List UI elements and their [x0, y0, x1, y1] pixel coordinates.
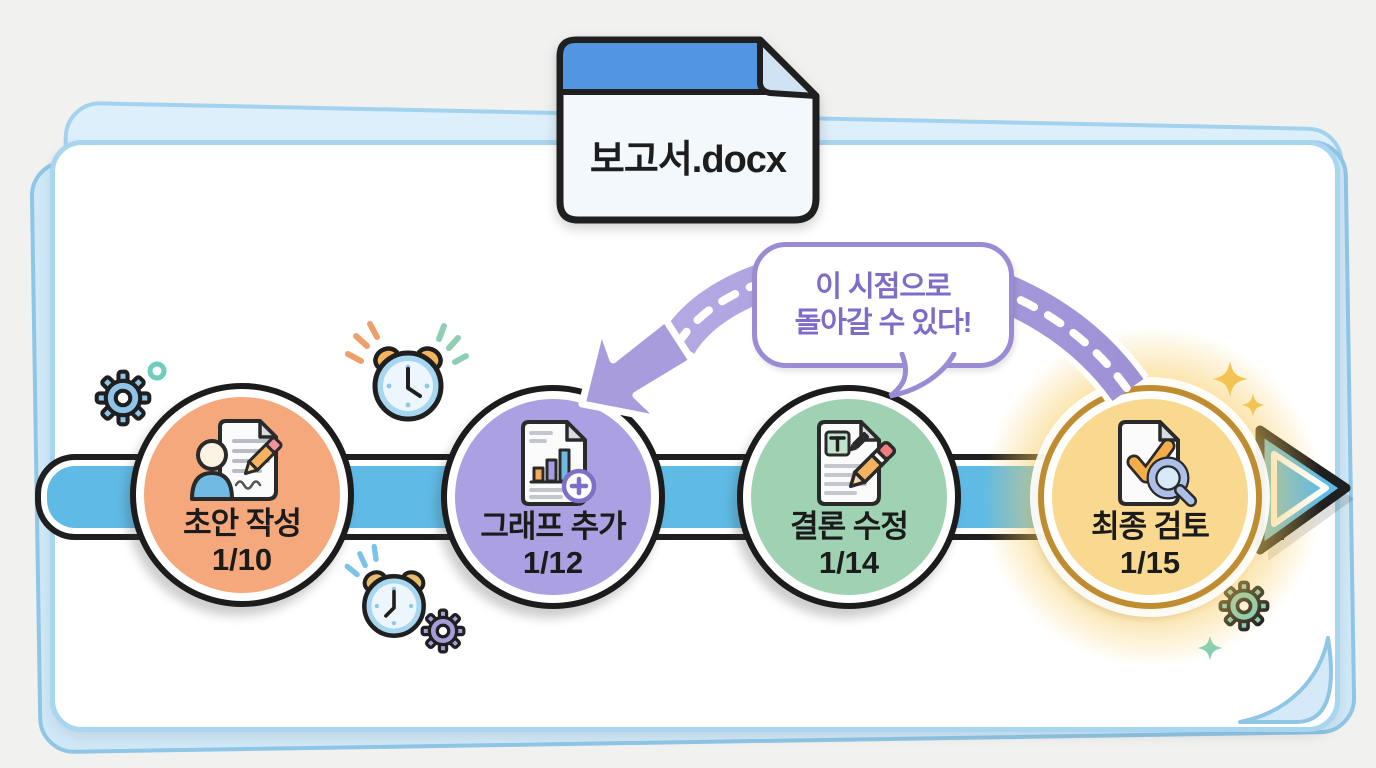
page-curl: [1238, 636, 1334, 724]
check-document-magnifier-icon: [1118, 419, 1197, 507]
chart-document-plus-icon: [521, 419, 597, 506]
step-label: 결론 수정: [790, 508, 909, 544]
step-label: 최종 검토: [1091, 508, 1210, 544]
step-date: 1/10: [211, 541, 273, 577]
file-card: [556, 36, 820, 224]
person-document-pencil-icon: [190, 418, 283, 501]
step-date: 1/14: [818, 544, 880, 580]
timeline-step-final-review: 최종 검토 1/15: [1038, 385, 1262, 609]
folded-corner-icon: [756, 37, 819, 99]
timeline-arrow-icon: [1255, 425, 1354, 561]
file-name: 보고서.docx: [589, 139, 787, 181]
timeline-step-add-graph: 그래프 추가 1/12: [441, 385, 665, 609]
speech-bubble-tail: [888, 352, 957, 399]
timeline-step-edit-conclusion: 결론 수정 1/14: [737, 385, 961, 609]
speech-bubble-line2: 돌아갈 수 있다!: [794, 307, 973, 339]
speech-bubble: 이 시점으로 돌아갈 수 있다!: [752, 242, 1014, 368]
step-date: 1/15: [1119, 544, 1181, 580]
step-date: 1/12: [522, 544, 584, 580]
speech-bubble-line1: 이 시점으로: [815, 270, 951, 303]
step-label: 초안 작성: [183, 505, 302, 541]
step-label: 그래프 추가: [480, 508, 626, 544]
text-document-pencil-icon: [817, 419, 897, 506]
timeline-step-draft: 초안 작성 1/10: [130, 383, 354, 607]
